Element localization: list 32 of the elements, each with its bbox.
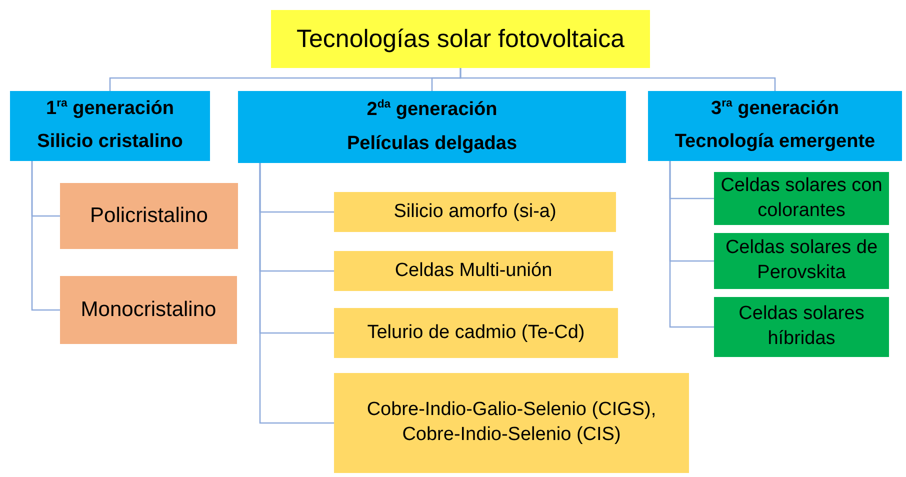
box-heading: Silicio amorfo (si-a) bbox=[394, 200, 556, 224]
box-heading: Celdas Multi-unión bbox=[394, 258, 552, 283]
connector-line bbox=[460, 68, 776, 91]
category-box bbox=[648, 91, 902, 161]
item-box bbox=[714, 233, 889, 289]
box-heading: 1$^{ra}$ generación bbox=[46, 97, 174, 122]
item-box bbox=[334, 308, 618, 358]
box-heading: Celdas solares con colorantes bbox=[720, 174, 883, 222]
connector-line bbox=[31, 161, 60, 311]
box-heading: Celdas solares de Perovskita bbox=[724, 236, 879, 285]
box-heading: Monocristalino bbox=[80, 297, 216, 324]
box-heading: Telurio de cadmio (Te-Cd) bbox=[367, 320, 585, 345]
box-heading: 3$^{ra}$ generación bbox=[710, 97, 839, 122]
item-box bbox=[60, 183, 238, 249]
box-heading: Tecnologías solar fotovoltaica bbox=[296, 24, 624, 55]
item-box bbox=[60, 276, 237, 344]
item-box bbox=[334, 192, 616, 232]
category-box bbox=[238, 91, 626, 163]
box-heading: Cobre-Indio-Galio-Selenio (CIGS), Cobre-Indio-Selenio (CIS) bbox=[366, 398, 658, 447]
item-box bbox=[334, 251, 613, 291]
box-subheading: Películas delgadas bbox=[346, 132, 518, 156]
connector-line bbox=[669, 161, 714, 328]
category-box bbox=[10, 91, 210, 161]
box-heading: Celdas solares híbridas bbox=[738, 302, 866, 351]
box-subheading: Silicio cristalino bbox=[37, 130, 183, 154]
connector-line bbox=[259, 163, 334, 424]
box-heading: 2$^{da}$ generación bbox=[366, 98, 498, 122]
item-box bbox=[334, 373, 689, 473]
box-heading: Policristalino bbox=[90, 203, 208, 230]
box-subheading: Tecnología emergente bbox=[674, 130, 876, 154]
item-box bbox=[714, 297, 889, 357]
title-box bbox=[271, 10, 650, 68]
